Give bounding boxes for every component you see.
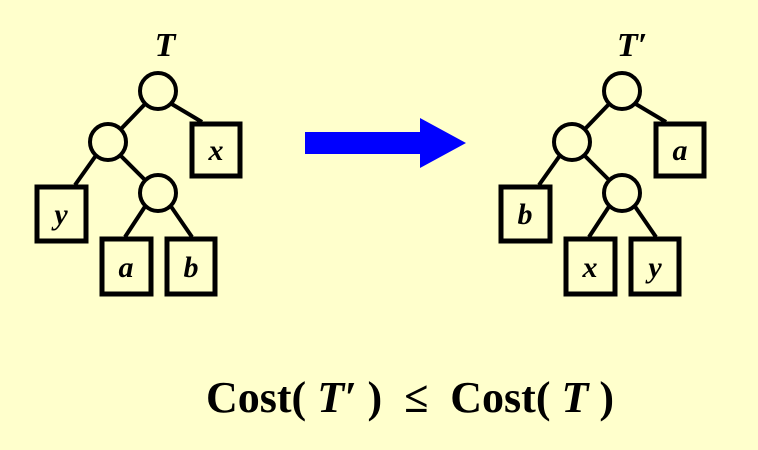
root-node (602, 71, 642, 111)
cost-inequality: Cost( T′ ) ≤ Cost( T ) (0, 372, 758, 423)
paren: ) (599, 373, 615, 422)
leaf-label: b (184, 251, 199, 284)
leaf-box (34, 184, 89, 244)
internal-node (602, 173, 642, 213)
leq-symbol: ≤ (404, 373, 429, 422)
leaf-box (498, 184, 553, 244)
tree-title: T′ (617, 27, 647, 64)
leaf-label: x (582, 251, 598, 284)
tree-symbol: T′ (317, 373, 357, 422)
leaf-box (563, 236, 618, 297)
right-tree (498, 71, 707, 297)
root-node (138, 71, 178, 111)
leaf-box (164, 236, 218, 297)
leaf-box (653, 121, 707, 179)
leaf-box (189, 121, 243, 179)
leaf-label: y (645, 251, 662, 284)
cost-label: Cost( (205, 373, 307, 422)
paren: ) (367, 373, 383, 422)
tree-symbol: T (561, 373, 589, 422)
tree-title: T (155, 27, 177, 64)
leaf-label: x (208, 134, 224, 167)
leaf-box (99, 236, 154, 297)
leaf-label: y (51, 198, 68, 231)
right-arrow-icon (305, 118, 466, 168)
internal-node (138, 173, 178, 213)
leaf-label: a (119, 251, 134, 284)
leaf-label: b (518, 198, 533, 231)
leaf-box (628, 236, 682, 297)
internal-node (88, 122, 128, 162)
left-tree (34, 71, 243, 297)
cost-label: Cost( (450, 373, 551, 422)
leaf-label: a (673, 134, 688, 167)
internal-node (552, 122, 592, 162)
